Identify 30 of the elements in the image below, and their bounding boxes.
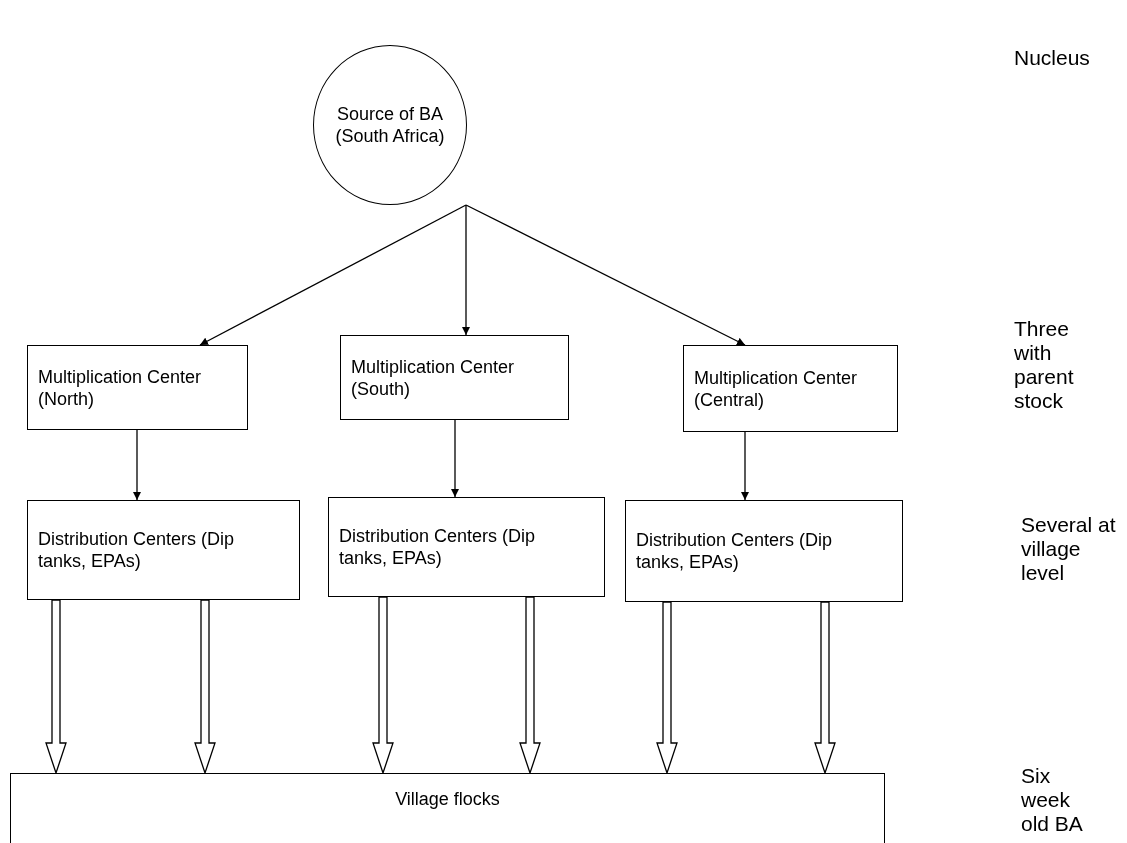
arrow <box>465 204 746 346</box>
node-text: Distribution Centers (Dip tanks, EPAs) <box>635 529 834 573</box>
node-text: Village flocks <box>395 788 500 810</box>
process-box <box>328 497 605 597</box>
node-text: Distribution Centers (Dip tanks, EPAs) <box>37 528 236 572</box>
arrow <box>133 429 141 501</box>
process-box <box>340 335 569 420</box>
node-text: Multiplication Center (North) <box>37 365 203 410</box>
node-text: Distribution Centers (Dip tanks, EPAs) <box>338 525 537 569</box>
level-label: Three with parent stock <box>1014 317 1075 413</box>
node-text: Multiplication Center (Central) <box>693 366 859 411</box>
hollow-arrow <box>814 601 836 776</box>
node-text: Multiplication Center (South) <box>350 355 516 400</box>
process-box <box>683 345 898 432</box>
arrow <box>741 431 749 501</box>
arrow <box>462 204 470 336</box>
process-box <box>27 345 248 430</box>
process-box <box>27 500 300 600</box>
hollow-arrow <box>519 596 541 776</box>
arrow <box>451 419 459 498</box>
hollow-arrow <box>656 601 678 776</box>
level-label: Several at village level <box>1021 513 1117 585</box>
hollow-arrow <box>372 596 394 776</box>
level-label: Nucleus <box>1014 46 1091 70</box>
arrow <box>199 204 467 346</box>
node-text: Source of BA (South Africa) <box>334 103 446 147</box>
hollow-arrow <box>194 599 216 776</box>
process-box <box>625 500 903 602</box>
level-label: Six week old BA <box>1021 764 1084 836</box>
hollow-arrow <box>45 599 67 776</box>
